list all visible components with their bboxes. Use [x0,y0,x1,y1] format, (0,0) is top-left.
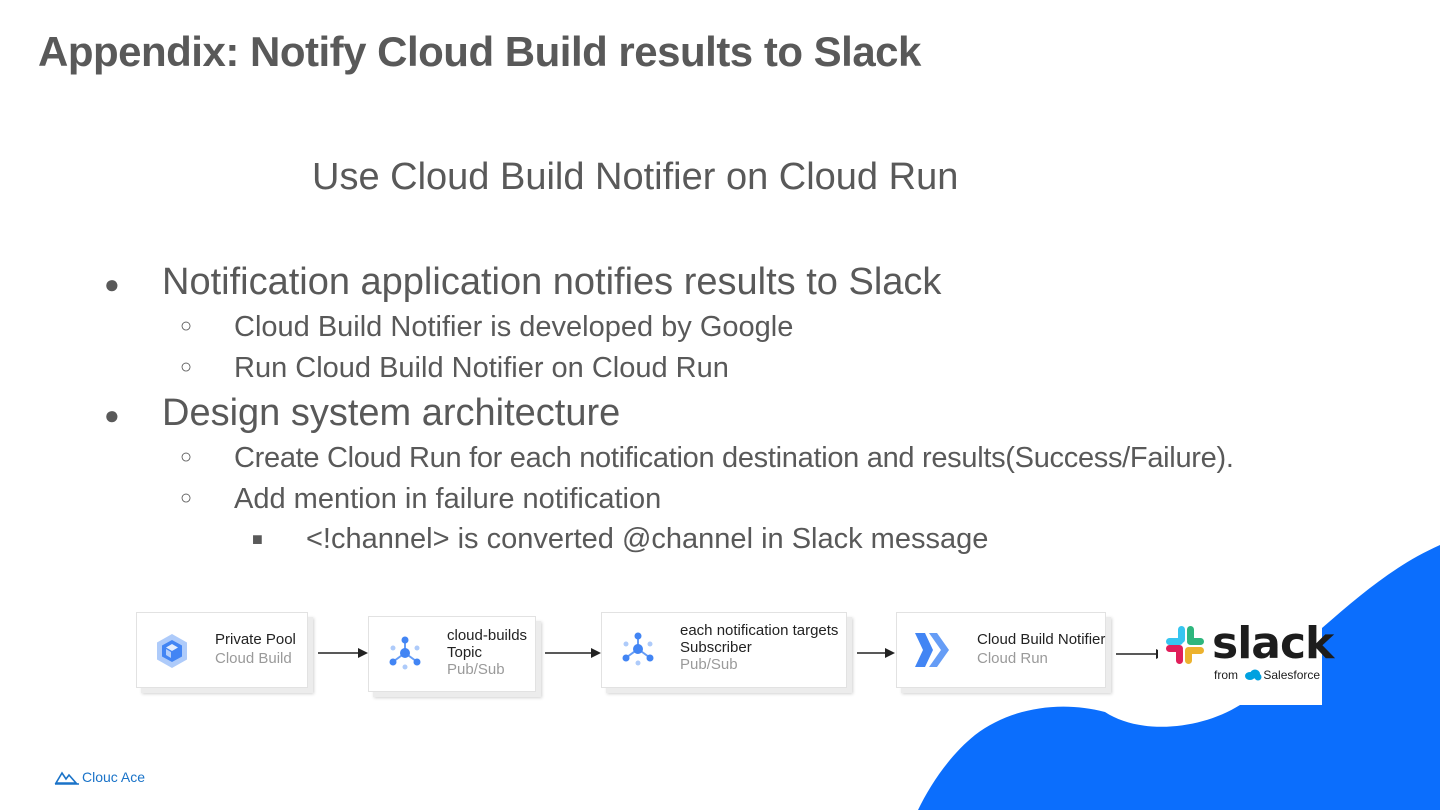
pubsub-icon [622,632,654,666]
card-title-line2: Subscriber [680,639,752,656]
card-subtitle: Cloud Run [977,650,1048,667]
slack-wordmark: slack [1212,618,1334,669]
slack-from-text: from [1214,668,1238,682]
private-pool-card: Private Pool Cloud Build [136,612,308,688]
card-title: each notification targets [680,622,839,639]
footer-brand: Clouc Ace [82,769,146,785]
card-subtitle: Pub/Sub [680,656,738,673]
card-subtitle: Cloud Build [215,650,292,667]
card-subtitle: Pub/Sub [447,661,505,678]
card-title: Cloud Build Notifier [977,631,1106,648]
salesforce-text: Salesforce [1263,668,1321,682]
sub-sub-bullet-marker: ■ [252,529,263,549]
flow-arrow [318,648,368,658]
sub-bullet-text: Run Cloud Build Notifier on Cloud Run [234,352,729,384]
slack-from-salesforce: from Salesforce [1214,668,1320,682]
flow-arrow [857,648,895,658]
sub-bullet-text: Cloud Build Notifier is developed by Goo… [234,311,794,343]
cloud-run-icon [915,633,949,667]
sub-bullet-marker: ○ [180,356,193,378]
cloud-build-notifier-card: Cloud Build Notifier Cloud Run [896,612,1106,688]
pubsub-icon [389,636,421,670]
slide-title: Appendix: Notify Cloud Build results to … [38,28,921,75]
bullet-marker: ● [104,269,120,299]
bullet-text: Notification application notifies result… [162,261,942,303]
sub-bullet-marker: ○ [180,487,193,509]
card-title-line2: Topic [447,644,483,661]
salesforce-cloud-icon [1245,669,1262,681]
cloud-ace-logo-icon [54,771,79,785]
card-title: Private Pool [215,631,296,648]
slide-subtitle: Use Cloud Build Notifier on Cloud Run [312,156,959,198]
sub-bullet-text: Add mention in failure notification [234,483,662,515]
pubsub-topic-card: cloud-builds Topic Pub/Sub [368,616,536,692]
flow-arrow [545,648,601,658]
sub-bullet-marker: ○ [180,315,193,337]
sub-sub-bullet-text: <!channel> is converted @channel in Slac… [306,523,989,555]
bullet-marker: ● [104,400,120,430]
subscriber-card: each notification targets Subscriber Pub… [601,612,847,688]
sub-bullet-marker: ○ [180,446,193,468]
slack-hash-icon [1166,626,1204,664]
slack-logo: slack from Salesforce [1160,618,1334,688]
card-title: cloud-builds [447,627,528,644]
sub-bullet-text: Create Cloud Run for each notification d… [234,442,1234,474]
bullet-text: Design system architecture [162,392,621,434]
cloud-build-icon [157,634,187,668]
